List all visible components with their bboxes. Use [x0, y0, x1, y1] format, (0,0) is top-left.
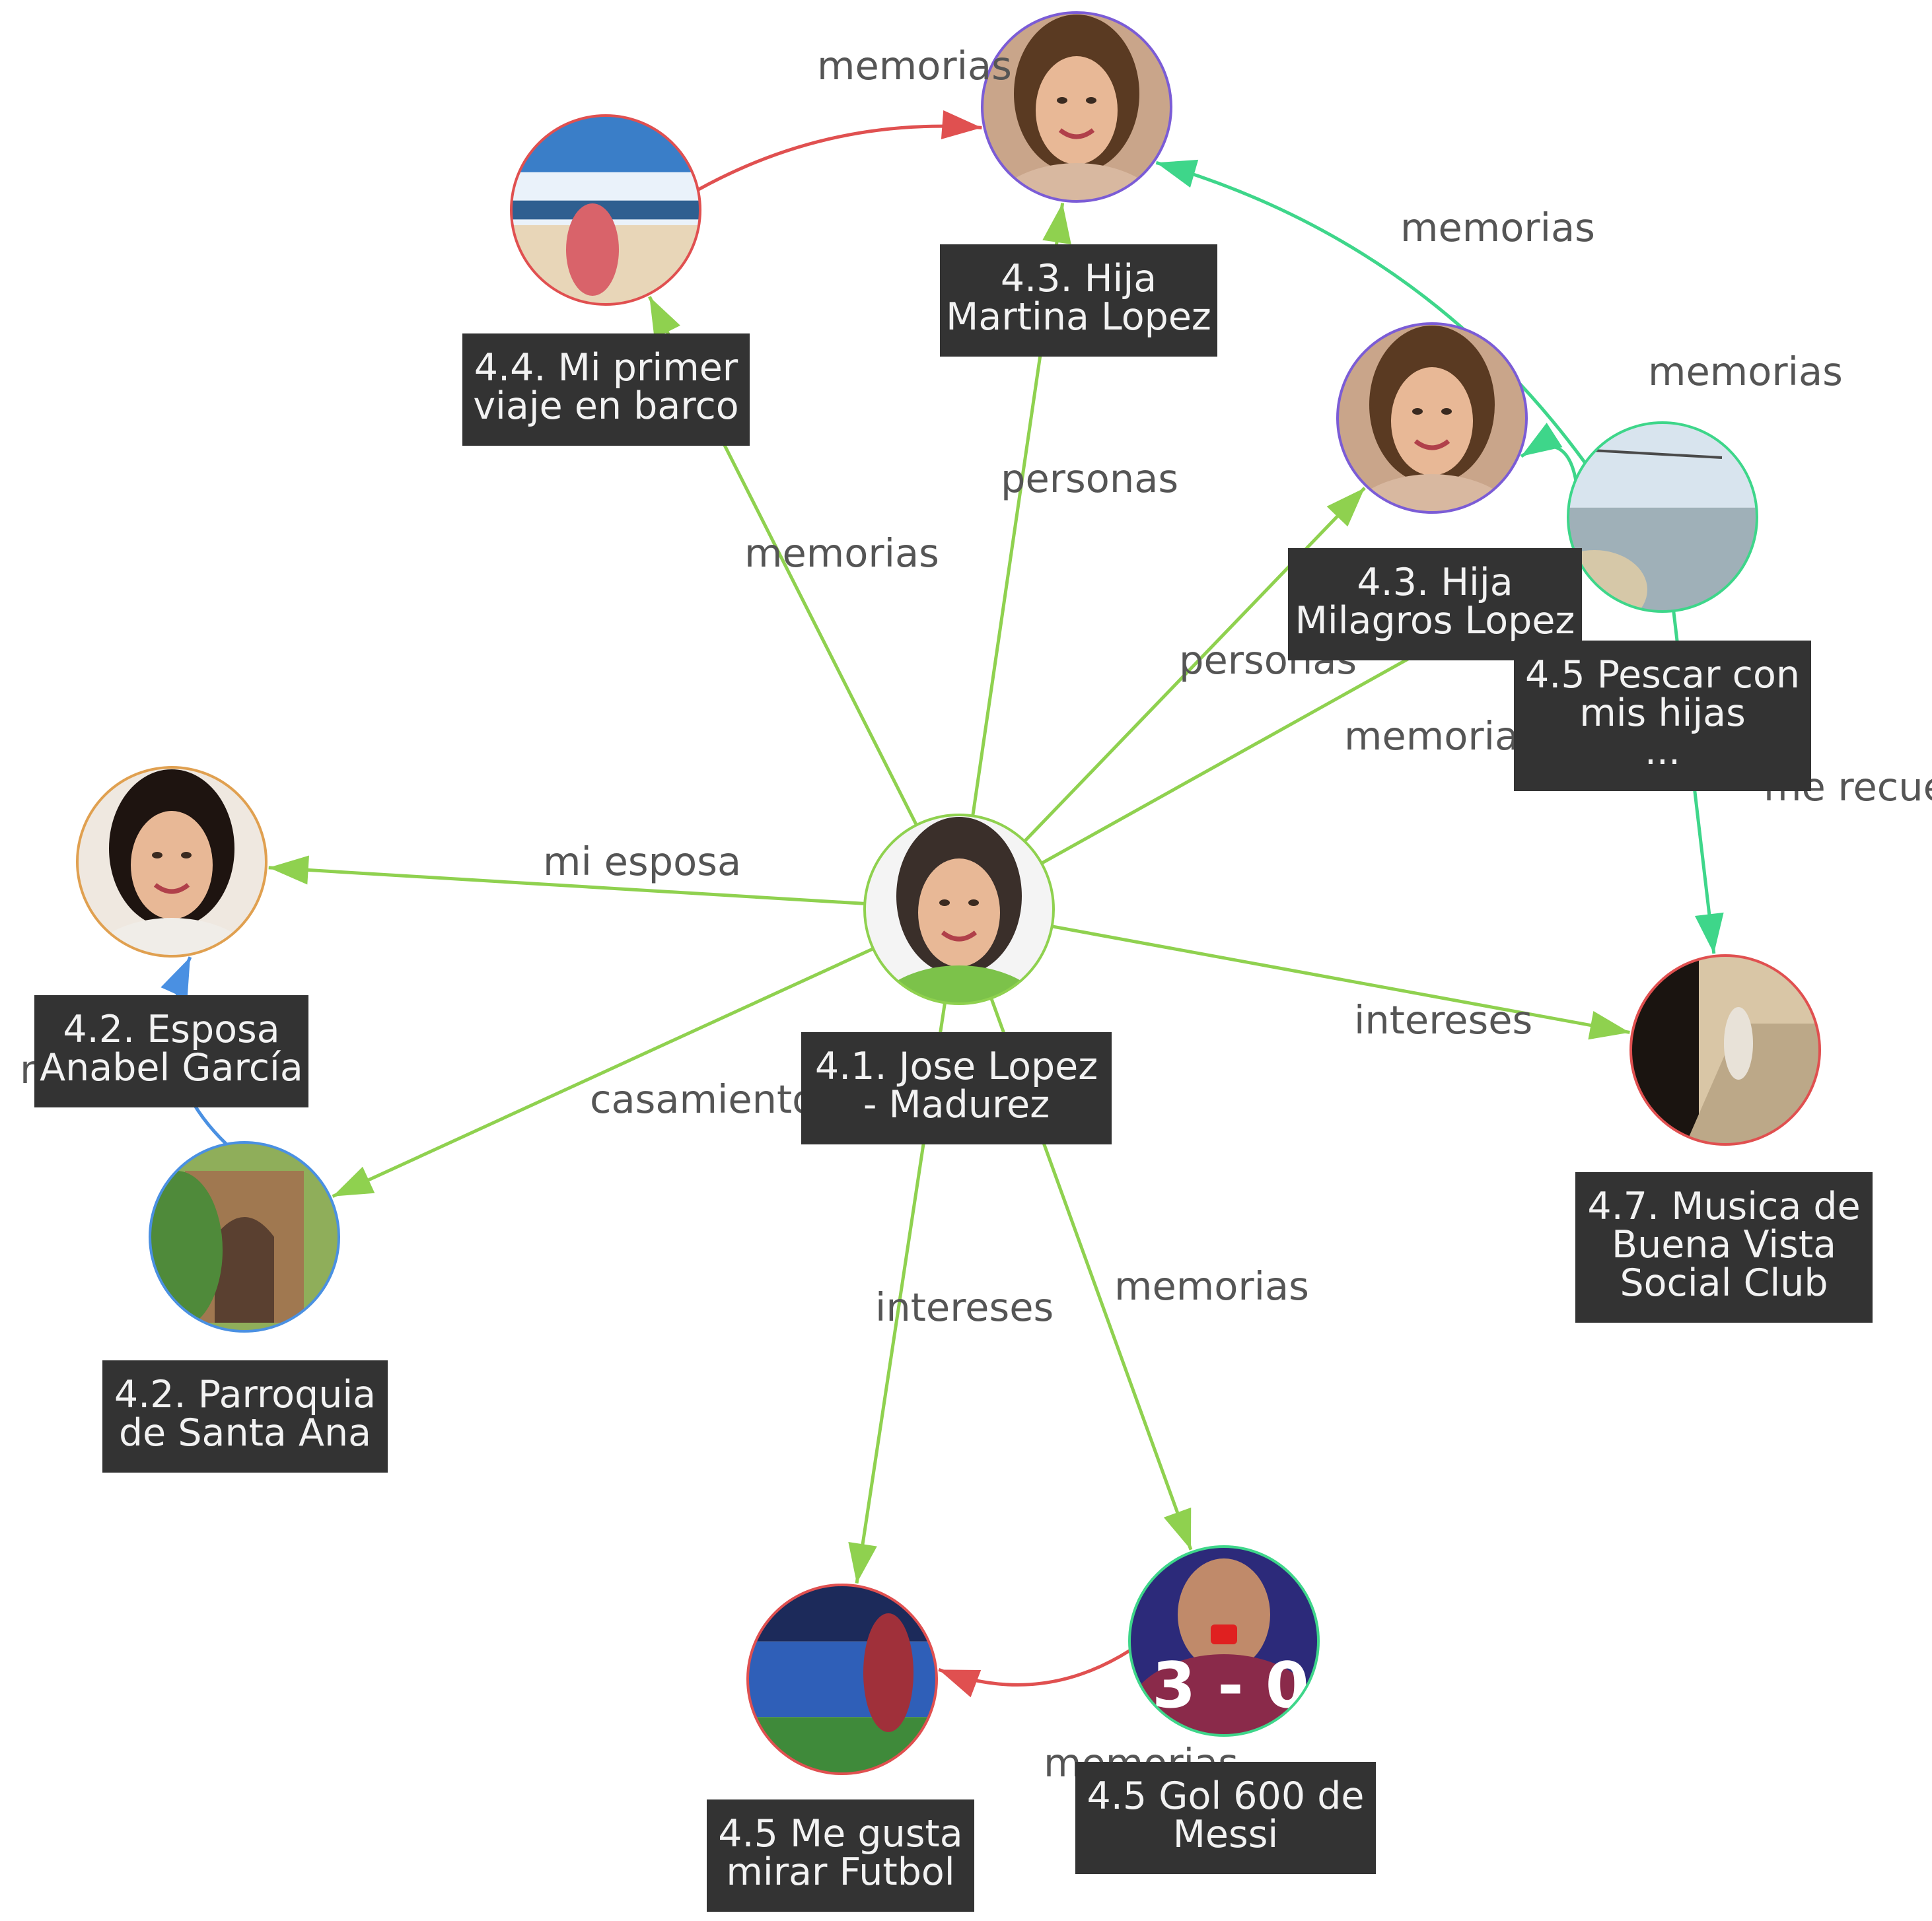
arrowhead-martina — [1156, 159, 1199, 188]
node-label-line: 4.5 Me gusta — [718, 1812, 962, 1856]
node-border — [1336, 322, 1528, 514]
edge-pescar-martina — [1155, 160, 1587, 464]
node-label-jose: 4.1. Jose Lopez- Madurez — [801, 1032, 1112, 1144]
arrowhead-martina — [1042, 203, 1071, 245]
node-label-line: ... — [1645, 730, 1680, 773]
edge-label: intereses — [875, 1284, 1054, 1330]
arrowhead-martina — [941, 110, 982, 139]
edge-label: memorias — [1114, 1263, 1309, 1309]
score-overlay: 3 - 0 — [1152, 1650, 1309, 1722]
edge-jose-milagros — [1023, 487, 1366, 843]
node-label-line: - Madurez — [863, 1083, 1050, 1127]
node-photo-messi — [1129, 1547, 1318, 1735]
node-barco[interactable] — [510, 114, 701, 306]
node-photo-buenavista — [1631, 956, 1820, 1144]
arrowhead-buenavista — [1588, 1010, 1630, 1040]
node-label-line: 4.4. Mi primer — [474, 346, 738, 390]
node-label-line: Messi — [1173, 1813, 1278, 1856]
node-label-line: mis hijas — [1579, 691, 1746, 735]
edge-jose-anabel — [268, 866, 865, 905]
node-border — [746, 1584, 938, 1775]
node-label-line: 4.3. Hija — [1357, 561, 1513, 604]
arrowhead-milagros — [1521, 423, 1563, 457]
node-label-line: Milagros Lopez — [1295, 599, 1575, 643]
node-photo-parroquia — [150, 1142, 339, 1331]
arrowhead-futbol — [848, 1542, 877, 1584]
edge-label: memorias — [1400, 205, 1595, 250]
edge-label: mi esposa — [543, 839, 741, 884]
node-border — [510, 114, 701, 306]
arrowhead-messi — [1163, 1507, 1192, 1550]
arrowhead-anabel — [268, 855, 309, 885]
node-label-line: Anabel García — [40, 1046, 303, 1090]
arrowhead-anabel — [161, 957, 190, 1000]
node-label-line: 4.3. Hija — [1001, 257, 1157, 300]
node-messi[interactable]: 3 - 0 — [1125, 1545, 1323, 1786]
node-label-line: de Santa Ana — [119, 1411, 371, 1455]
node-border — [76, 766, 268, 958]
node-border — [149, 1141, 340, 1333]
node-border — [863, 814, 1055, 1005]
edge-jose-parroquia — [332, 947, 875, 1199]
edge-label: memorias — [1648, 349, 1843, 394]
arrowhead-barco — [649, 297, 680, 339]
edge-label: personas — [1001, 456, 1178, 501]
node-label-line: Social Club — [1620, 1261, 1828, 1305]
node-label-line: Martina Lopez — [946, 295, 1211, 339]
edge-label: memorias — [1344, 713, 1539, 759]
node-label-line: 4.7. Musica de — [1587, 1185, 1860, 1228]
arrowhead-futbol — [939, 1669, 982, 1698]
edge-label: casamiento — [590, 1076, 816, 1122]
node-label-line: 4.2. Esposa — [63, 1008, 279, 1051]
arrowhead-milagros — [1326, 487, 1365, 527]
node-border — [981, 11, 1172, 203]
node-border — [1128, 1545, 1320, 1737]
node-label-line: Buena Vista — [1612, 1223, 1836, 1267]
node-label-line: 4.2. Parroquia — [114, 1373, 376, 1416]
node-buenavista[interactable] — [1629, 954, 1857, 1146]
edge-label: intereses — [1354, 997, 1532, 1043]
node-label-line: 4.1. Jose Lopez — [815, 1045, 1098, 1088]
node-label-line: 4.5 Pescar con — [1525, 653, 1800, 697]
node-border — [1567, 421, 1758, 613]
edge-label: memorias — [817, 43, 1012, 88]
node-label-line: 4.5 Gol 600 de — [1087, 1774, 1365, 1818]
arrowhead-buenavista — [1694, 912, 1724, 954]
edge-jose-buenavista — [1052, 925, 1630, 1034]
edge-label: memorias — [744, 530, 939, 576]
node-parroquia[interactable] — [130, 1141, 340, 1333]
node-border — [1629, 954, 1821, 1146]
arrowhead-parroquia — [332, 1166, 375, 1197]
node-label-line: mirar Futbol — [726, 1850, 954, 1894]
node-label-line: viaje en barco — [473, 384, 738, 428]
edge-barco-martina — [697, 124, 982, 192]
node-futbol[interactable] — [746, 1584, 938, 1775]
